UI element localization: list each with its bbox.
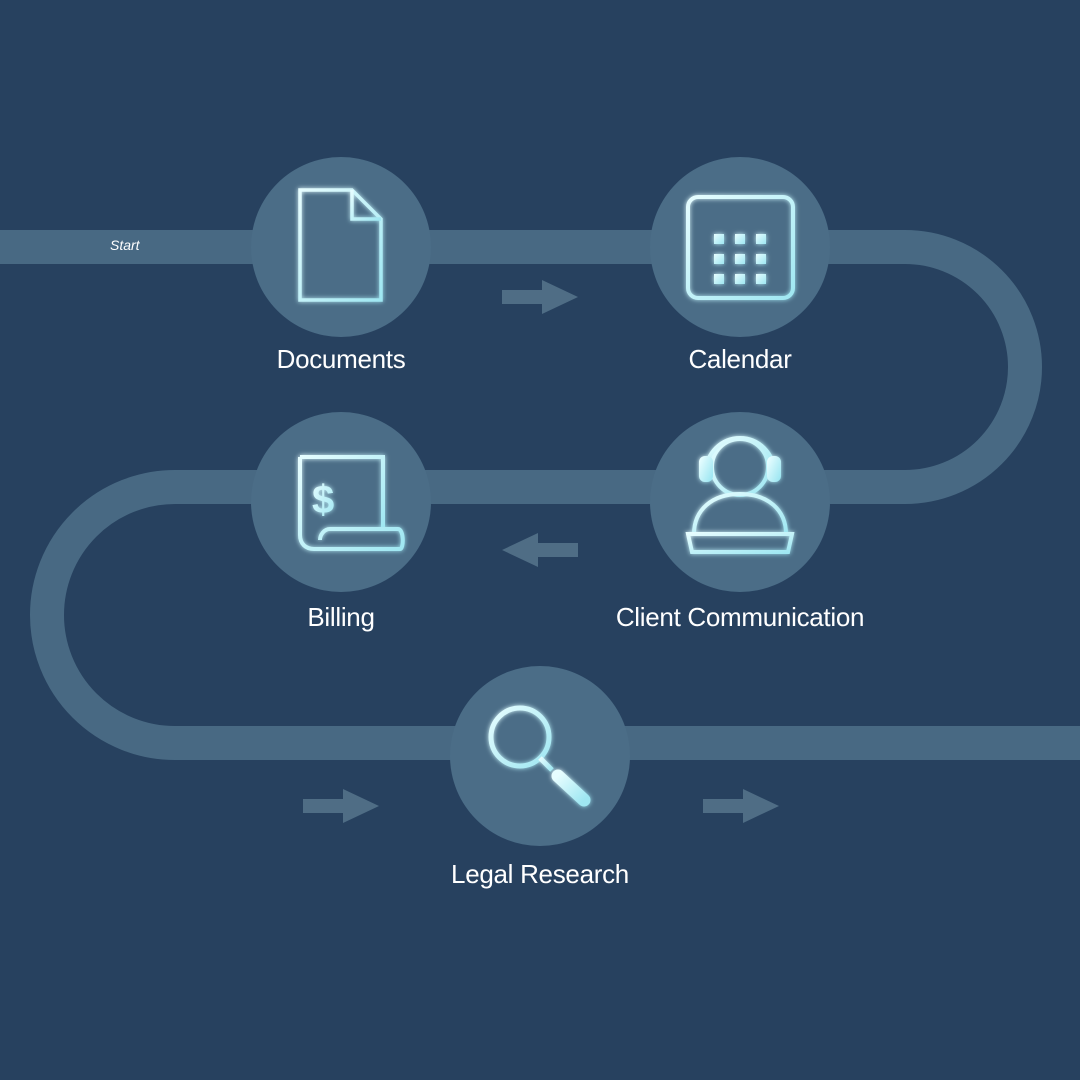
step-label-billing: Billing (307, 602, 375, 632)
arrow-right-1 (502, 280, 578, 314)
svg-text:$: $ (312, 478, 334, 522)
step-label-documents: Documents (276, 344, 406, 374)
arrow-right-2 (303, 789, 379, 823)
document-icon (298, 188, 383, 302)
step-label-calendar: Calendar (688, 344, 792, 374)
step-node-billing (251, 412, 431, 592)
step-node-calendar (650, 157, 830, 337)
arrow-right-3 (703, 789, 779, 823)
workflow-track (0, 230, 1080, 760)
headset-user-icon (685, 436, 795, 554)
step-node-documents (251, 157, 431, 337)
calendar-icon (686, 186, 795, 300)
step-node-client-communication (650, 412, 830, 592)
step-label-client-communication: Client Communication (615, 602, 865, 632)
invoice-dollar-icon: $ (298, 455, 405, 551)
arrow-left-1 (502, 533, 578, 567)
start-label: Start (110, 237, 140, 253)
step-label-legal-research: Legal Research (451, 859, 629, 889)
magnifier-icon (488, 705, 591, 807)
